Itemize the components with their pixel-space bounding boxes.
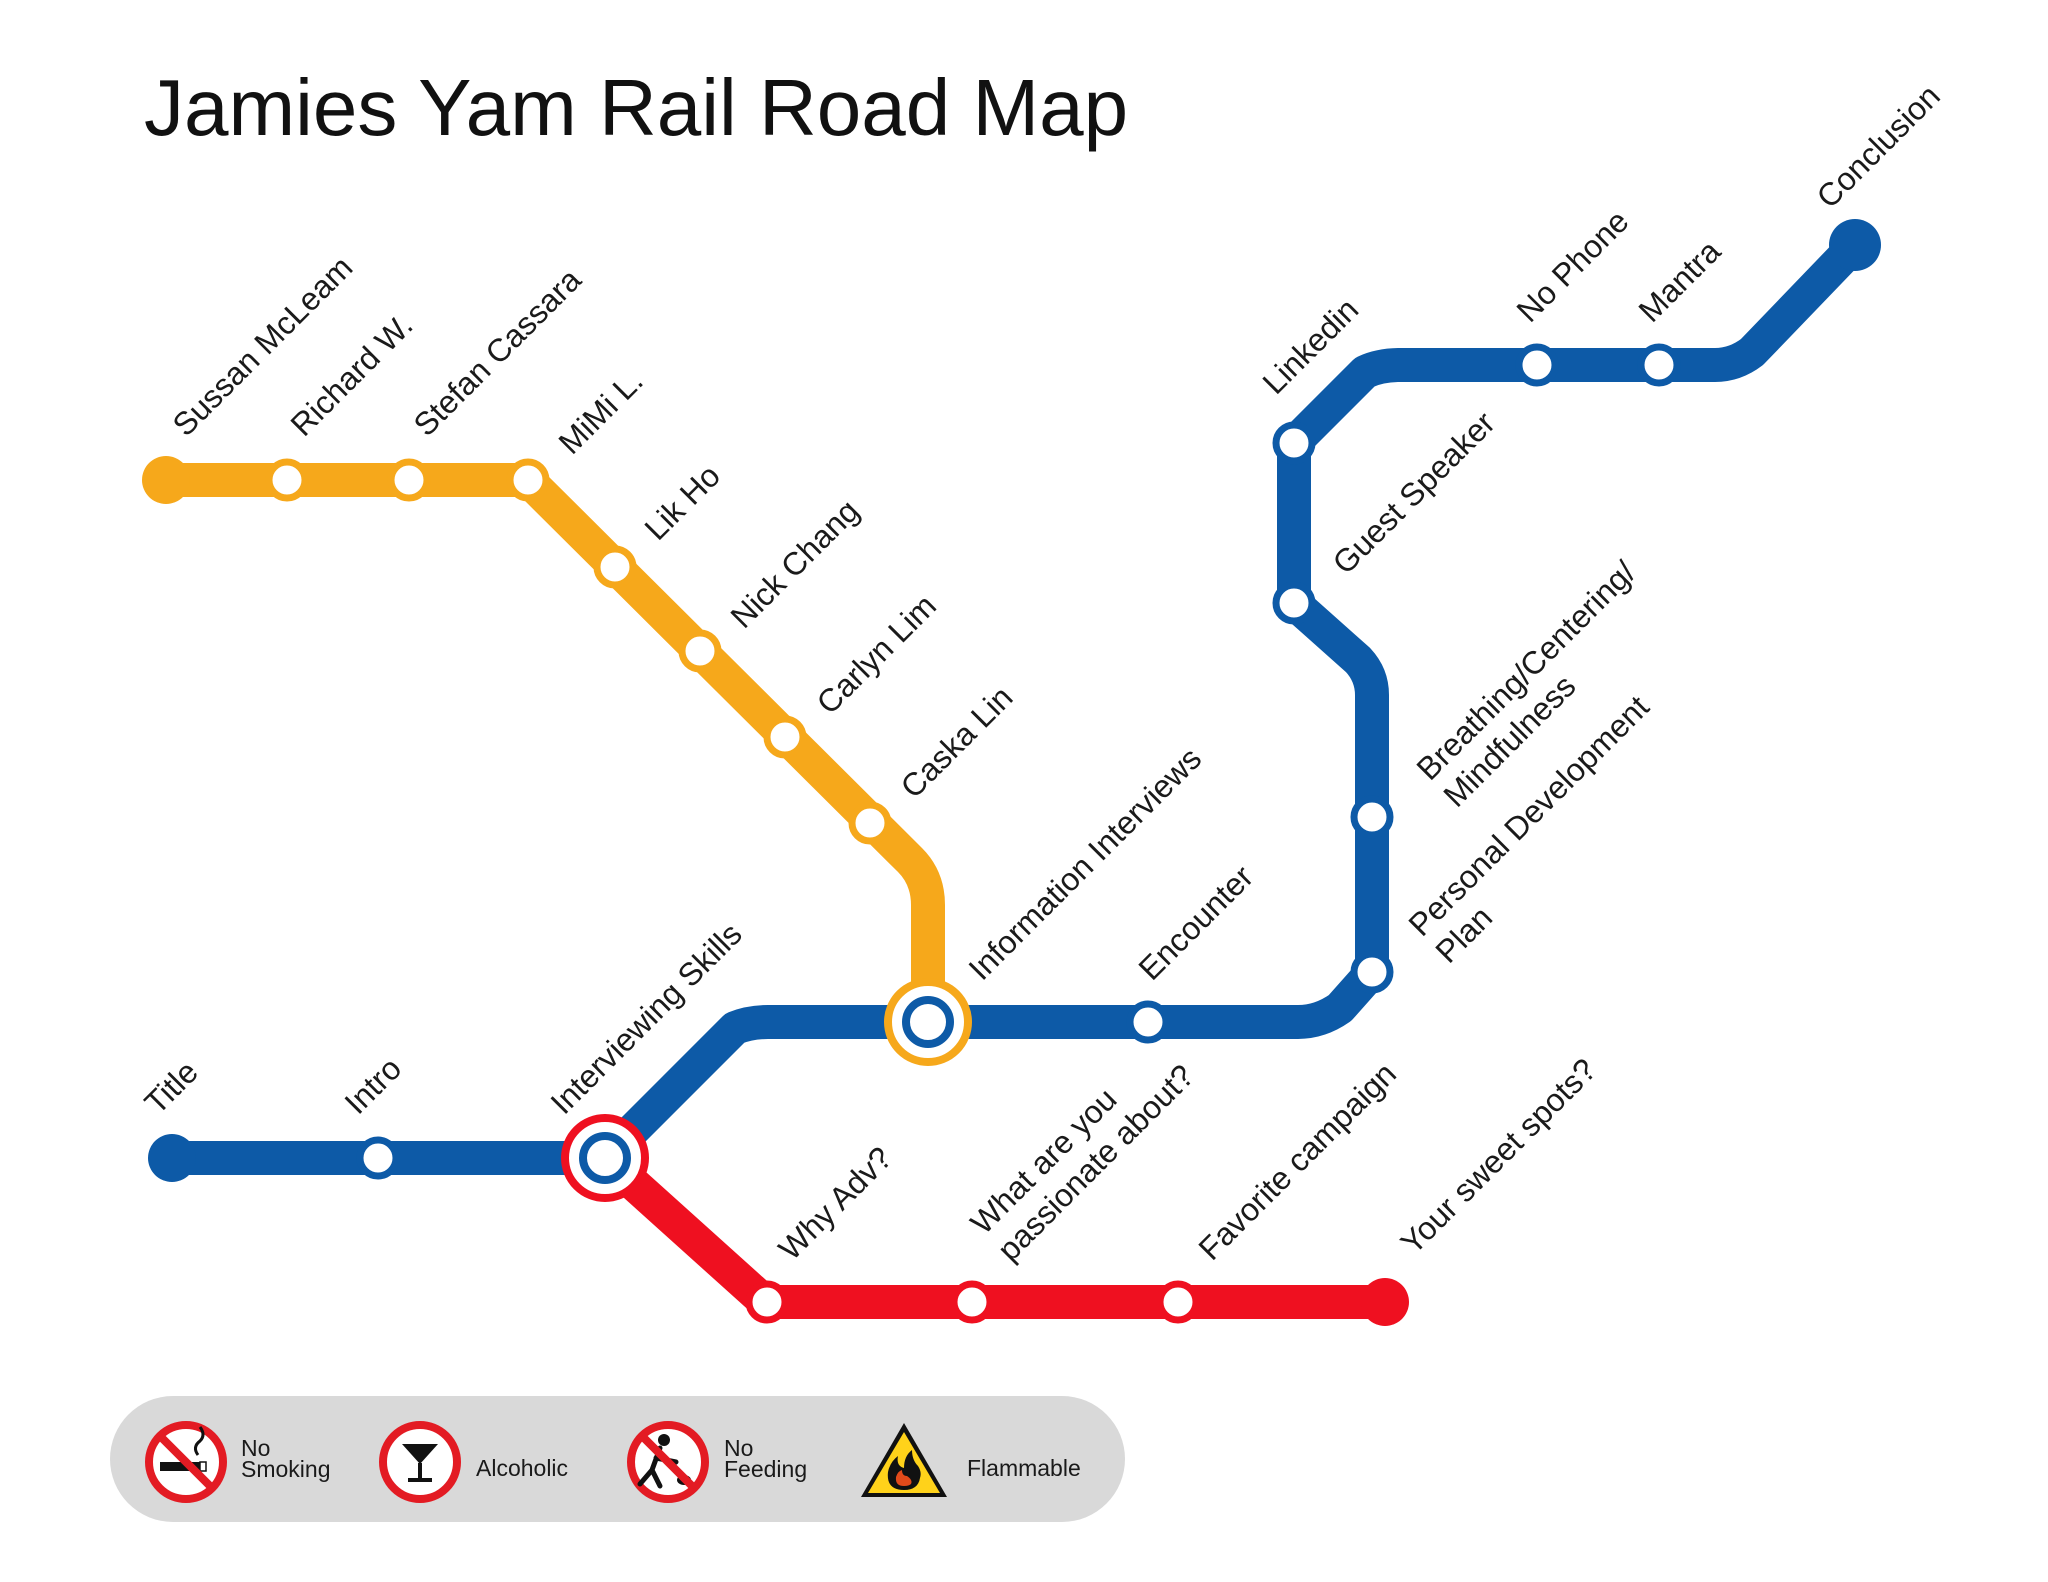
label-favorite-campaign: Favorite campaign — [1191, 1055, 1403, 1267]
station-carlyn-lim[interactable] — [763, 715, 807, 759]
legend-no-feeding-line2: Feeding — [724, 1456, 807, 1482]
label-carlyn-lim: Carlyn Lim — [809, 587, 943, 721]
label-mimi: MiMi L. — [551, 363, 649, 461]
station-passionate[interactable] — [950, 1280, 994, 1324]
station-mimi[interactable] — [506, 458, 550, 502]
legend-no-feeding-label: No Feeding — [724, 1435, 807, 1482]
station-richard[interactable] — [265, 458, 309, 502]
label-encounter: Encounter — [1131, 858, 1260, 987]
station-why-adv[interactable] — [745, 1280, 789, 1324]
station-linkedin[interactable] — [1272, 421, 1316, 465]
interchange-interviewing-skills[interactable] — [561, 1114, 649, 1202]
station-guest-speaker[interactable] — [1272, 581, 1316, 625]
label-mantra: Mantra — [1631, 233, 1727, 329]
legend: No Smoking Alcoholic No Feeding — [110, 1396, 1125, 1522]
label-why-adv: Why Adv? — [771, 1140, 898, 1267]
label-nick-chang: Nick Chang — [723, 493, 865, 635]
label-breathing: Breathing/Centering/ Mindfulness — [1409, 548, 1675, 814]
blue-line-track-west — [155, 426, 1389, 1175]
station-nick-chang[interactable] — [678, 629, 722, 673]
legend-flammable-label: Flammable — [967, 1455, 1081, 1481]
label-guest-speaker: Guest Speaker — [1325, 404, 1502, 581]
label-intro: Intro — [337, 1050, 408, 1121]
legend-alcoholic-label: Alcoholic — [476, 1455, 568, 1481]
label-caska-lin: Caska Lin — [893, 679, 1019, 805]
station-caska-lin[interactable] — [848, 801, 892, 845]
terminal-blue-west[interactable] — [148, 1134, 196, 1182]
terminal-red-east[interactable] — [1361, 1278, 1409, 1326]
flammable-icon — [861, 1423, 947, 1497]
no-feeding-icon — [627, 1421, 709, 1503]
label-sweet-spots: Your sweet spots? — [1393, 1051, 1603, 1261]
label-lik-ho: Lik Ho — [637, 457, 727, 547]
orange-line — [149, 463, 945, 1039]
station-favorite-campaign[interactable] — [1156, 1280, 1200, 1324]
label-stefan: Stefan Cassara — [406, 261, 588, 443]
label-passionate: What are you passionate about? — [963, 1031, 1200, 1268]
legend-no-smoking-line2: Smoking — [241, 1456, 330, 1482]
legend-no-feeding-line1: No — [724, 1435, 753, 1461]
station-intro[interactable] — [356, 1136, 400, 1180]
map-title: Jamies Yam Rail Road Map — [144, 63, 1129, 152]
orange-line-track — [149, 463, 945, 1039]
station-encounter[interactable] — [1126, 1000, 1170, 1044]
station-stefan[interactable] — [387, 458, 431, 502]
station-breathing[interactable] — [1350, 795, 1394, 839]
station-mantra[interactable] — [1637, 343, 1681, 387]
terminal-orange-west[interactable] — [142, 456, 190, 504]
legend-no-smoking-line1: No — [241, 1435, 270, 1461]
label-conclusion: Conclusion — [1809, 78, 1946, 215]
legend-no-smoking-label: No Smoking — [241, 1435, 330, 1482]
interchange-information-interviews[interactable] — [884, 978, 972, 1066]
station-personal-development[interactable] — [1350, 950, 1394, 994]
station-lik-ho[interactable] — [593, 545, 637, 589]
no-smoking-icon — [145, 1421, 227, 1503]
alcoholic-icon — [379, 1421, 461, 1503]
label-title: Title — [137, 1054, 204, 1121]
station-no-phone[interactable] — [1515, 343, 1559, 387]
label-no-phone: No Phone — [1509, 203, 1635, 329]
label-interviewing-skills: Interviewing Skills — [543, 916, 748, 1121]
terminal-blue-east[interactable] — [1829, 219, 1881, 271]
